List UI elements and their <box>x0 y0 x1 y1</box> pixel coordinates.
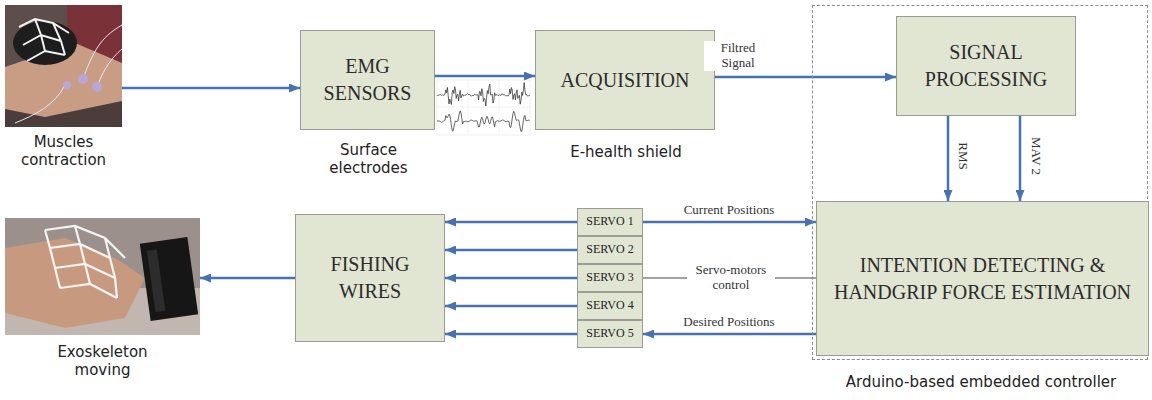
edge-label: Servo-motors control <box>687 263 775 293</box>
electrode <box>92 82 102 92</box>
flow-arrow <box>445 333 577 336</box>
servo-box: SERVO 5 <box>577 320 643 348</box>
servo-label: SERVO 2 <box>586 243 633 256</box>
servo-label: SERVO 1 <box>586 215 633 228</box>
photo-ground <box>5 218 200 335</box>
emg-trace <box>437 111 530 132</box>
process-box: INTENTION DETECTING & HANDGRIP FORCE EST… <box>816 201 1149 356</box>
emg-trace <box>437 83 530 107</box>
electrode <box>63 81 71 89</box>
edge-label: MAV 2 <box>1029 135 1044 177</box>
servo-box: SERVO 3 <box>577 264 643 292</box>
box-label: FISHING WIRES <box>296 251 444 305</box>
caption-text: E-health shield <box>536 143 716 161</box>
process-box: ACQUISITIONE-health shield <box>535 30 715 130</box>
servo-label: SERVO 3 <box>586 271 633 284</box>
flow-arrow <box>122 87 300 90</box>
box-label: SIGNAL PROCESSING <box>897 39 1075 93</box>
edge-label: Current Positions <box>667 203 791 218</box>
exoskeleton-frame <box>45 226 125 298</box>
electrode-wires <box>15 25 122 123</box>
edge-label: RMS <box>956 140 971 171</box>
flow-arrow <box>445 277 577 280</box>
exoskeleton-frame <box>19 19 69 61</box>
process-box: EMG SENSORSSurface electrodes <box>300 30 435 130</box>
photo-ground <box>5 5 122 127</box>
process-box: SIGNAL PROCESSING <box>896 16 1076 116</box>
electrode <box>78 74 88 84</box>
flow-arrow <box>200 277 295 280</box>
flow-arrow <box>643 221 816 224</box>
servo-label: SERVO 5 <box>586 327 633 340</box>
photo-panel: Muscles contraction <box>5 5 122 127</box>
servo-box: SERVO 1 <box>577 208 643 236</box>
hand <box>5 238 145 328</box>
edge-label: Desired Positions <box>667 315 791 330</box>
caption-text: Exoskeleton moving <box>43 343 163 379</box>
flow-arrow <box>715 76 896 79</box>
caption-text: Surface electrodes <box>301 141 436 177</box>
box-label: INTENTION DETECTING & HANDGRIP FORCE EST… <box>817 252 1148 306</box>
flow-arrow <box>445 221 577 224</box>
flow-arrow <box>445 305 577 308</box>
flow-arrow <box>445 249 577 252</box>
servo-housing <box>140 237 198 321</box>
box-label: ACQUISITION <box>553 67 698 94</box>
caption-text: Arduino-based embedded controller <box>813 373 1149 391</box>
exoskeleton-photo <box>5 218 200 335</box>
servo-box: SERVO 2 <box>577 236 643 264</box>
servo-box: SERVO 4 <box>577 292 643 320</box>
flow-arrow <box>1019 116 1022 201</box>
emg-signal-plot <box>437 80 530 135</box>
caption-text: Muscles contraction <box>0 133 129 169</box>
process-box: FISHING WIRES <box>295 214 445 342</box>
controller-region: SIGNAL PROCESSING INTENTION DETECTING & H… <box>812 5 1148 360</box>
flow-arrow <box>435 75 535 78</box>
box-label: EMG SENSORS <box>301 53 434 107</box>
flow-arrow <box>947 116 950 201</box>
flow-arrow <box>643 333 816 336</box>
photo-panel: Exoskeleton moving <box>5 218 200 335</box>
muscle-photo <box>5 5 122 127</box>
glove <box>13 21 77 65</box>
edge-label: Filtred Signal <box>704 41 772 71</box>
servo-label: SERVO 4 <box>586 299 633 312</box>
